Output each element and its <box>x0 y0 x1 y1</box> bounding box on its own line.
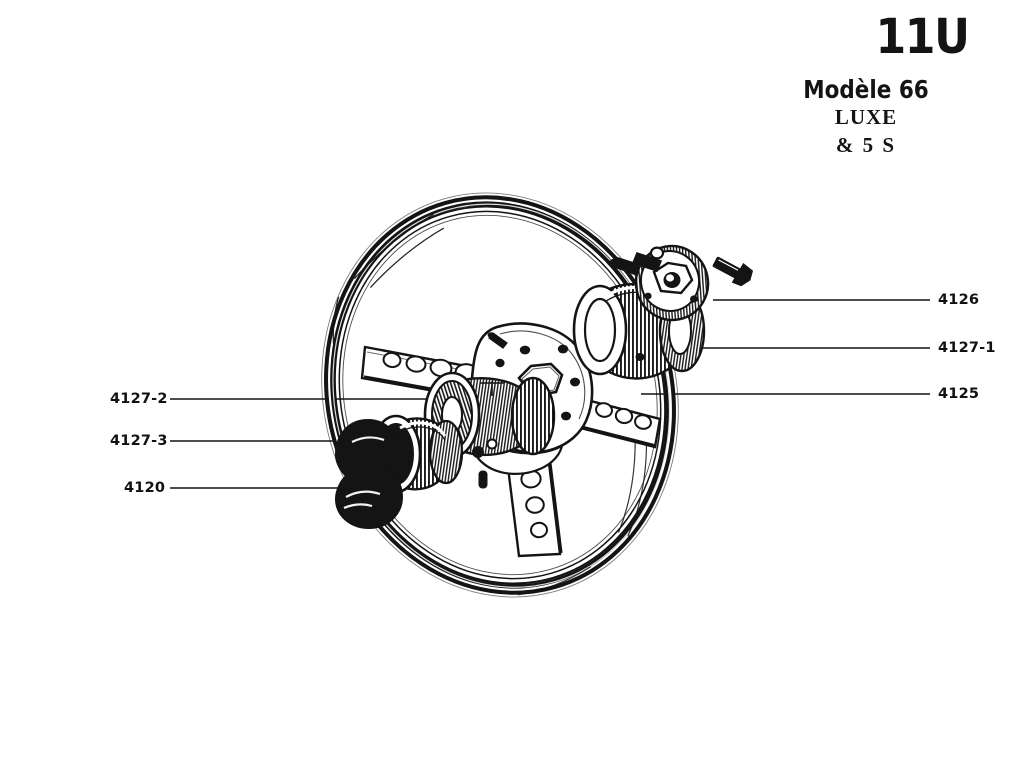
callout-4126: 4126 <box>938 292 980 308</box>
callout-4127-1: 4127-1 <box>938 340 996 356</box>
model-name: Modèle 66 <box>803 75 929 105</box>
callout-4125: 4125 <box>938 386 980 402</box>
leader-lines <box>170 299 930 489</box>
retaining-clip <box>609 246 665 277</box>
plate-code: 11U <box>875 9 970 65</box>
part-knurled-bush-4127-2 <box>423 371 556 459</box>
plate-header: 11U Modèle 66 LUXE & 5 S <box>756 9 976 158</box>
hex-bolt <box>712 256 754 287</box>
callout-4127-2: 4127-2 <box>110 391 168 407</box>
part-hub-flange-4126 <box>609 244 754 322</box>
callout-4120: 4120 <box>124 480 166 496</box>
trim-luxe: LUXE <box>834 105 898 130</box>
part-horn-button-4120 <box>334 418 404 530</box>
trim-5s: & 5 S <box>835 133 897 158</box>
callout-4127-3: 4127-3 <box>110 433 168 449</box>
